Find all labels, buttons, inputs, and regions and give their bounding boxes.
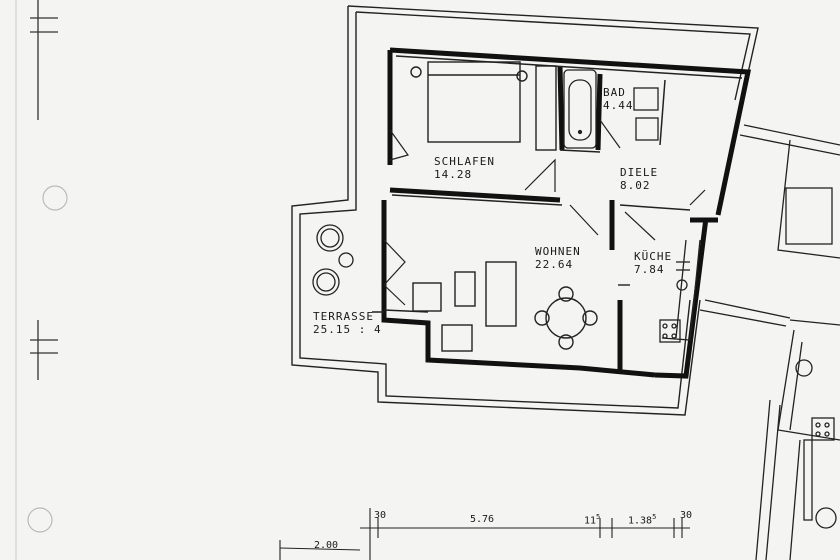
- room-name-bad: BAD: [603, 86, 626, 99]
- room-name-kueche: KÜCHE: [634, 250, 673, 263]
- dimension-1385-sup: 5: [652, 513, 657, 521]
- room-area-wohnen: 22.64: [535, 258, 574, 271]
- room-label-wohnen: WOHNEN 22.64: [535, 245, 581, 271]
- room-label-diele: DIELE 8.02: [620, 166, 658, 192]
- room-name-wohnen: WOHNEN: [535, 245, 581, 258]
- dimension-lines: [279, 508, 690, 560]
- room-area-schlafen: 14.28: [434, 168, 473, 181]
- kitchen-fixtures: [659, 239, 701, 343]
- room-area-terrasse: 25.15 : 4: [313, 323, 382, 336]
- room-label-kueche: KÜCHE 7.84: [634, 250, 672, 276]
- binder-holes: [27, 185, 68, 533]
- dimension-115-sup: 5: [596, 513, 601, 521]
- bath-fixtures: [563, 69, 659, 149]
- room-name-schlafen: SCHLAFEN: [434, 155, 495, 168]
- dimension-115-base: 11: [584, 515, 597, 527]
- dimension-200: 2.00: [314, 540, 339, 551]
- dimension-115: 115: [584, 513, 600, 526]
- adjacent-unit: [699, 124, 840, 560]
- room-label-terrasse: TERRASSE 25.15 : 4: [313, 310, 382, 336]
- room-name-diele: DIELE: [620, 166, 659, 179]
- walls: [381, 47, 752, 379]
- dimension-30-left: 30: [374, 510, 387, 521]
- room-label-bad: BAD 4.44: [603, 86, 634, 112]
- thin-walls: [372, 55, 743, 313]
- room-area-bad: 4.44: [603, 99, 634, 112]
- margin-marks: [15, 0, 58, 560]
- dimension-1385: 1.385: [628, 513, 656, 526]
- living-furniture: [412, 261, 630, 352]
- room-area-diele: 8.02: [620, 179, 651, 192]
- bed: [410, 61, 557, 151]
- dimension-576: 5.76: [470, 514, 495, 525]
- doors: [383, 119, 706, 306]
- dimension-30-right: 30: [680, 510, 693, 521]
- room-name-terrasse: TERRASSE: [313, 310, 374, 323]
- terrace-plants: [312, 224, 354, 296]
- room-area-kueche: 7.84: [634, 263, 665, 276]
- dimension-1385-base: 1.38: [628, 515, 653, 527]
- room-label-schlafen: SCHLAFEN 14.28: [434, 155, 495, 181]
